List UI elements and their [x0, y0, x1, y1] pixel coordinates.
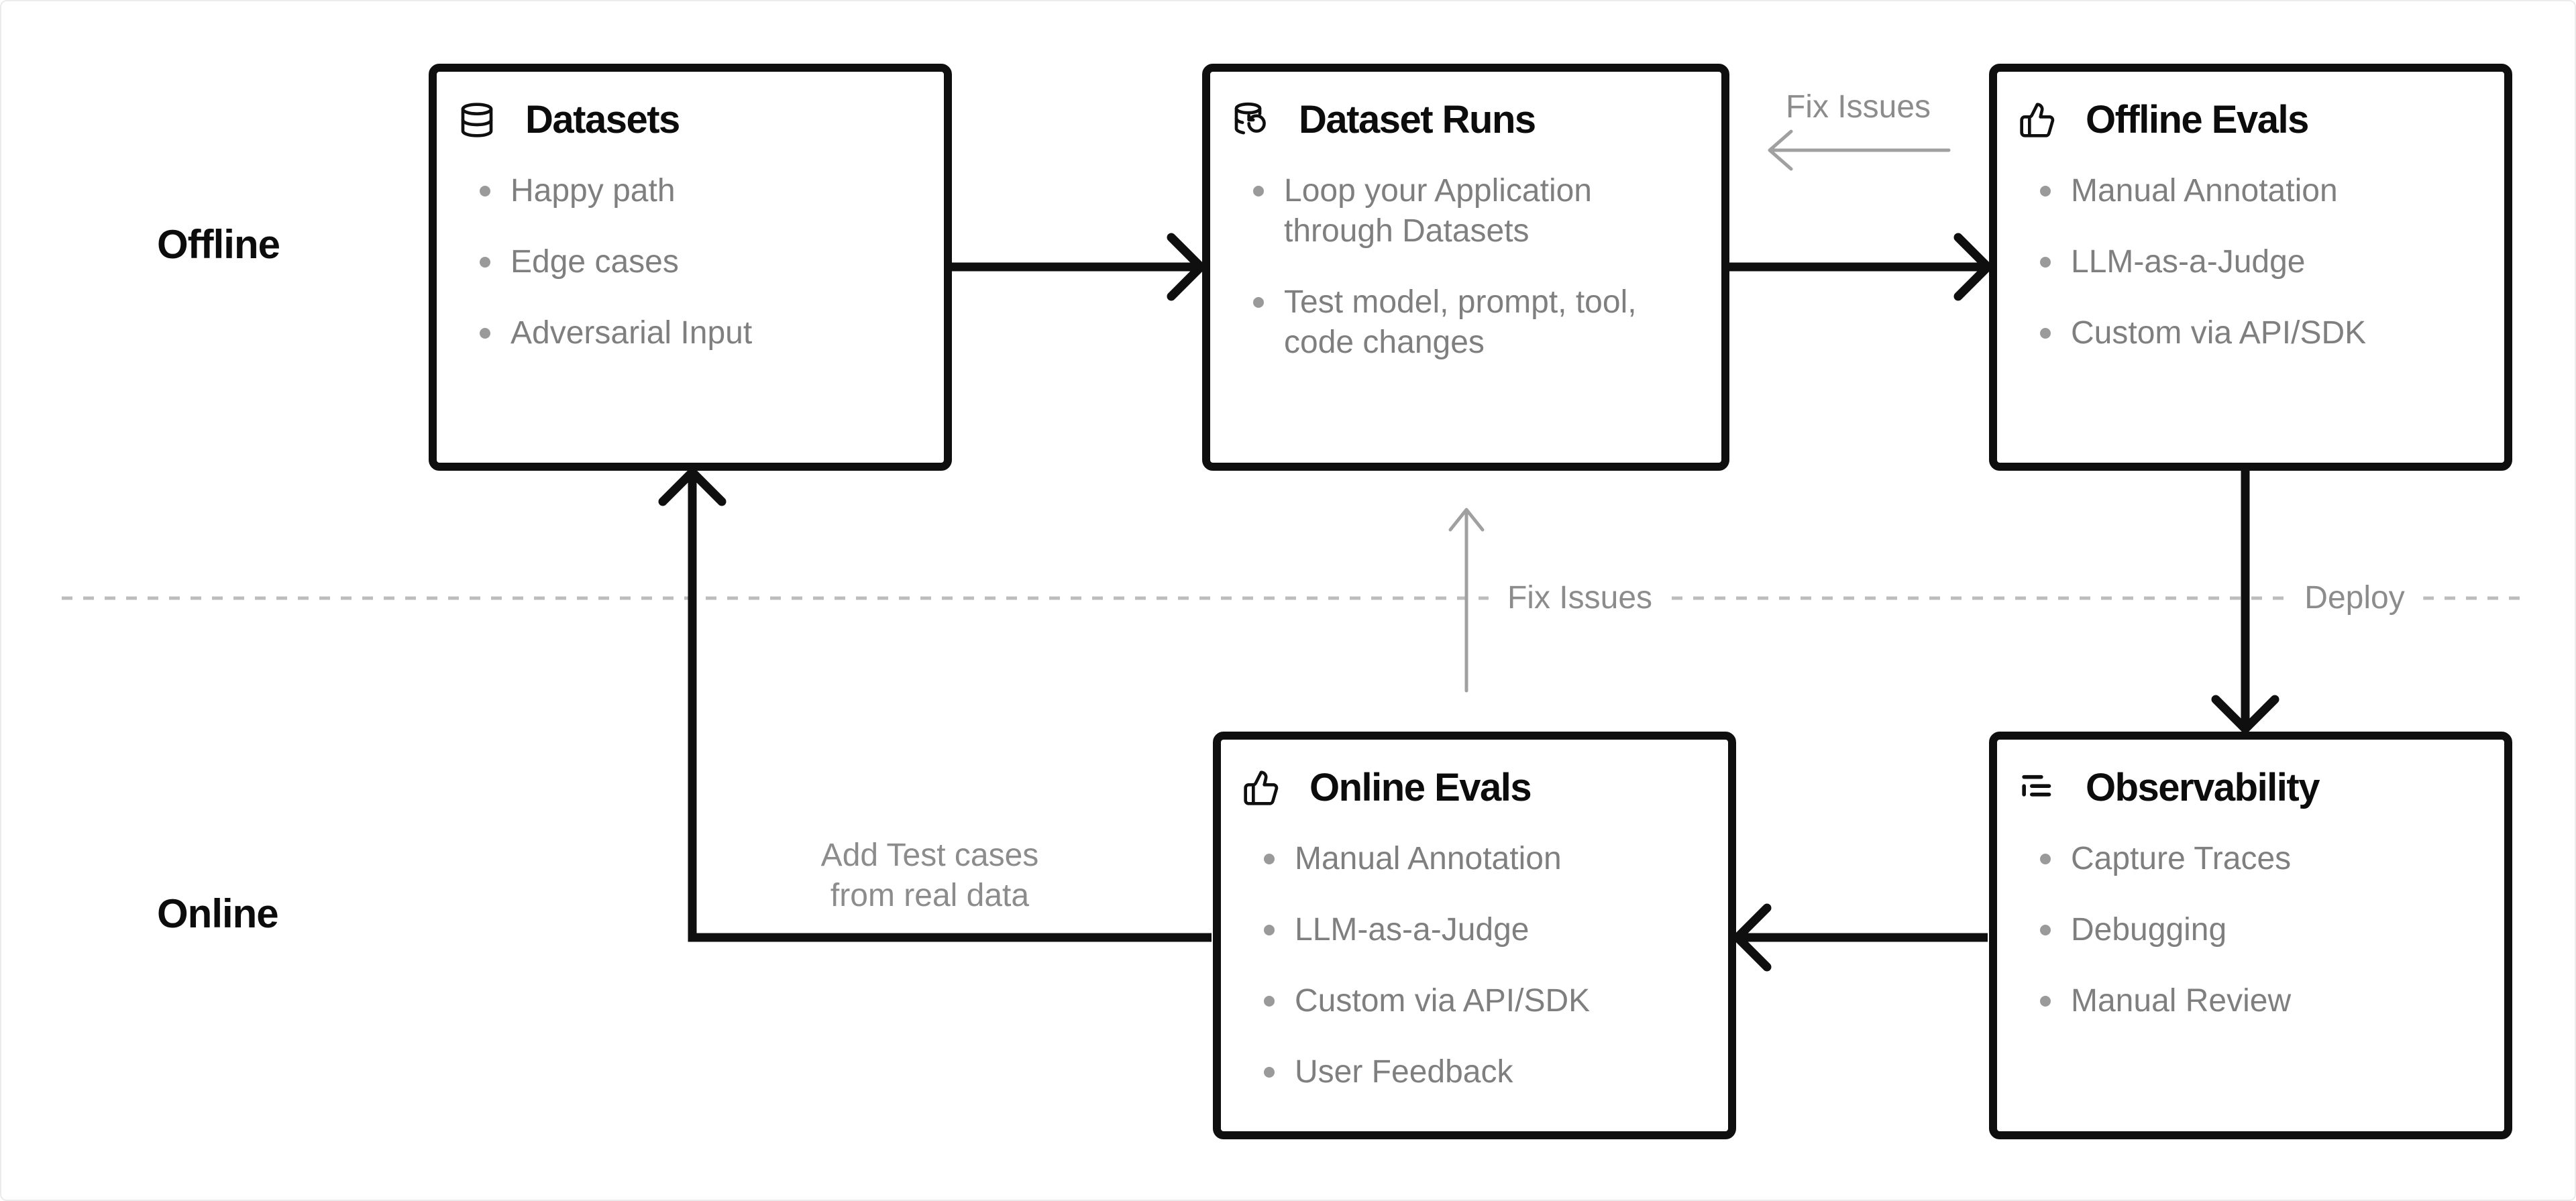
- observability-to-online-evals-arrow: [1733, 903, 1988, 972]
- list-item: Manual Annotation: [1242, 839, 1676, 879]
- dataset-runs-to-offline-evals-arrow: [1729, 233, 1992, 301]
- list-item: LLM-as-a-Judge: [1242, 910, 1676, 950]
- thumbs-up-icon: [2019, 101, 2056, 139]
- list-item: Custom via API/SDK: [2019, 313, 2452, 353]
- online-section-label: Online: [157, 891, 279, 936]
- observability-card-title: Observability: [2086, 766, 2320, 809]
- list-item: LLM-as-a-Judge: [2019, 242, 2452, 282]
- list-item: Manual Annotation: [2019, 171, 2452, 211]
- online-evals-item-list: Manual Annotation LLM-as-a-Judge Custom …: [1242, 839, 1707, 1092]
- list-item: Manual Review: [2019, 981, 2452, 1021]
- list-item: Custom via API/SDK: [1242, 981, 1676, 1021]
- thumbs-up-icon: [1242, 769, 1280, 807]
- observability-item-list: Capture Traces Debugging Manual Review: [2019, 839, 2483, 1021]
- datasets-card-title: Datasets: [525, 98, 680, 141]
- list-item: Debugging: [2019, 910, 2452, 950]
- dataset-runs-card-title: Dataset Runs: [1299, 98, 1536, 141]
- database-icon: [458, 101, 496, 139]
- list-item: Capture Traces: [2019, 839, 2452, 879]
- datasets-card: Datasets Happy path Edge cases Adversari…: [429, 64, 952, 471]
- offline-evals-item-list: Manual Annotation LLM-as-a-Judge Custom …: [2019, 171, 2483, 353]
- list-item: Loop your Application through Datasets: [1232, 171, 1665, 251]
- fix-issues-middle-label: Fix Issues: [1488, 578, 1672, 618]
- fix-issues-top-arrow: [1768, 129, 1951, 171]
- deploy-label: Deploy: [2286, 578, 2424, 618]
- offline-evals-card: Offline Evals Manual Annotation LLM-as-a…: [1989, 64, 2512, 471]
- offline-evals-card-header: Offline Evals: [2019, 99, 2483, 141]
- fix-issues-middle-arrow: [1448, 508, 1485, 693]
- dataset-runs-card: Dataset Runs Loop your Application throu…: [1202, 64, 1729, 471]
- list-item: Happy path: [458, 171, 892, 211]
- dataset-runs-card-header: Dataset Runs: [1232, 99, 1700, 141]
- datasets-card-header: Datasets: [458, 99, 922, 141]
- logs-icon: [2019, 769, 2056, 807]
- dataset-runs-item-list: Loop your Application through Datasets T…: [1232, 171, 1700, 363]
- deploy-arrow: [2211, 471, 2279, 734]
- fix-issues-top-label: Fix Issues: [1785, 89, 1931, 125]
- observability-card: Observability Capture Traces Debugging M…: [1989, 732, 2512, 1139]
- list-item: Test model, prompt, tool, code changes: [1232, 282, 1665, 363]
- list-item: Adversarial Input: [458, 313, 892, 353]
- observability-card-header: Observability: [2019, 766, 2483, 809]
- list-item: Edge cases: [458, 242, 892, 282]
- add-test-cases-label: Add Test cases from real data: [820, 838, 1039, 913]
- datasets-item-list: Happy path Edge cases Adversarial Input: [458, 171, 922, 353]
- offline-evals-card-title: Offline Evals: [2086, 98, 2309, 141]
- database-rerun-icon: [1232, 101, 1269, 139]
- offline-section-label: Offline: [157, 222, 280, 267]
- online-evals-card-header: Online Evals: [1242, 766, 1707, 809]
- online-evals-card: Online Evals Manual Annotation LLM-as-a-…: [1213, 732, 1736, 1139]
- list-item: User Feedback: [1242, 1052, 1676, 1092]
- online-evals-card-title: Online Evals: [1309, 766, 1532, 809]
- datasets-to-dataset-runs-arrow: [952, 233, 1205, 301]
